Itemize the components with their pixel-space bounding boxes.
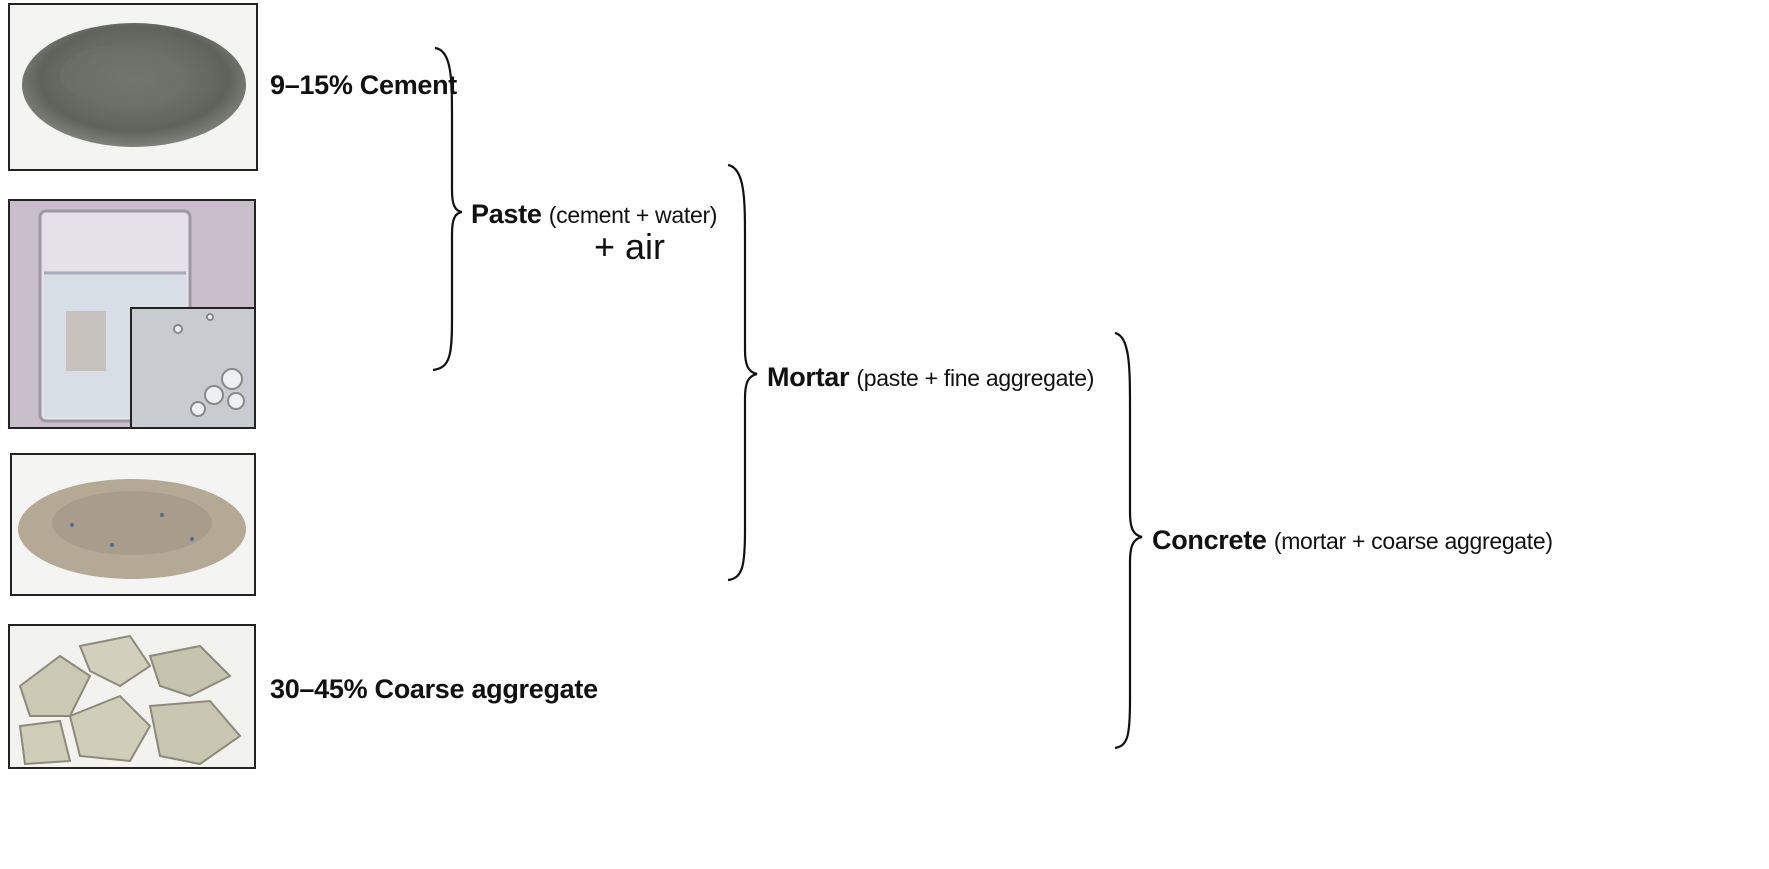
air-bubbles-image: [132, 309, 254, 427]
paste-title: Paste: [471, 199, 542, 229]
water-photo: [8, 199, 256, 429]
paste-brace: [432, 46, 463, 372]
air-bubbles-inset: [130, 307, 254, 427]
mortar-label: Mortar (paste + fine aggregate): [767, 364, 1094, 391]
cement-pile-image: [22, 23, 246, 147]
mortar-brace: [727, 163, 758, 582]
paste-label: Paste (cement + water): [471, 201, 717, 228]
sand-pile-image: [18, 479, 246, 579]
cement-photo: [8, 3, 258, 171]
paste-detail: (cement + water): [548, 202, 718, 228]
mortar-title: Mortar: [767, 362, 850, 392]
mortar-detail: (paste + fine aggregate): [856, 365, 1095, 391]
cement-label: 9–15% Cement: [270, 70, 457, 100]
fine-aggregate-photo: [10, 453, 256, 596]
coarse-aggregate-label: 30–45% Coarse aggregate: [270, 674, 598, 704]
concrete-title: Concrete: [1152, 525, 1267, 555]
gravel-pile-image: [18, 634, 242, 766]
concrete-brace: [1114, 331, 1143, 750]
air-label: + air: [594, 226, 666, 267]
concrete-label: Concrete (mortar + coarse aggregate): [1152, 527, 1553, 554]
concrete-detail: (mortar + coarse aggregate): [1273, 528, 1553, 554]
coarse-aggregate-photo: [8, 624, 256, 769]
